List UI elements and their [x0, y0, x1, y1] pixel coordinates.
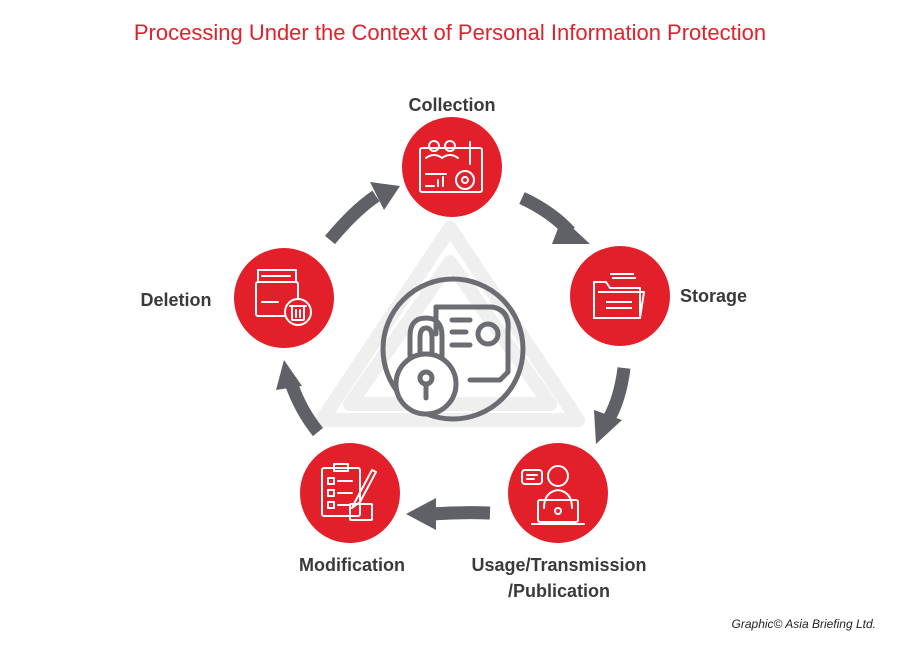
collection-node	[402, 117, 502, 217]
storage-node	[570, 246, 670, 346]
arrow-usage-to-modification	[431, 506, 491, 521]
diagram-title: Processing Under the Context of Personal…	[133, 20, 767, 45]
arrowhead-storage	[552, 218, 590, 244]
stage-label-modification: Modification	[299, 555, 405, 575]
credit-text: Graphic© Asia Briefing Ltd.	[731, 617, 876, 631]
arrowhead-modification	[406, 498, 436, 530]
arrowhead-collection	[370, 182, 400, 210]
arrowhead-deletion	[276, 360, 302, 390]
arrow-storage-to-usage	[602, 367, 631, 424]
arrowhead-usage	[594, 410, 622, 444]
stage-label-usage-line2: /Publication	[507, 581, 610, 601]
person-laptop-icon	[521, 465, 585, 525]
people-chart-gear-icon	[419, 140, 483, 193]
arrow-modification-to-deletion	[283, 377, 324, 437]
lock-document-icon	[380, 276, 526, 422]
stage-label-storage: Storage	[680, 286, 748, 306]
stage-label-usage-line1: Usage/Transmission	[471, 555, 647, 575]
stage-label-collection: Collection	[408, 95, 496, 115]
folder-icon	[593, 273, 645, 319]
arrow-deletion-to-collection	[325, 190, 380, 245]
usage-node	[508, 443, 608, 543]
modification-node	[300, 443, 400, 543]
clipboard-pencil-icon	[321, 463, 377, 521]
files-trash-icon	[255, 269, 312, 326]
stage-label-deletion: Deletion	[140, 290, 212, 310]
deletion-node	[234, 248, 334, 348]
